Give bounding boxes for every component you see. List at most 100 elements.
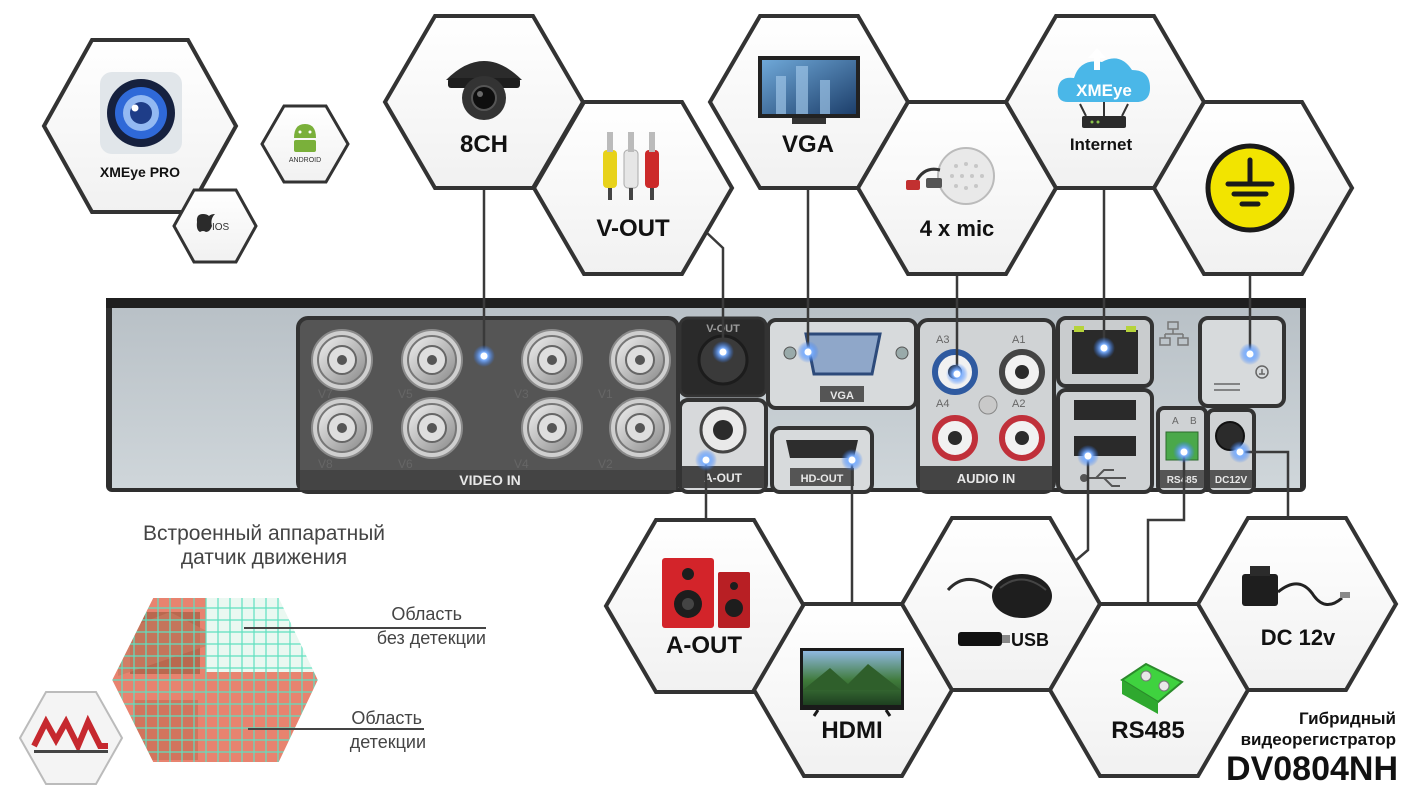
rs485-b-label: B bbox=[1190, 416, 1197, 427]
xmeye-app-icon bbox=[107, 79, 175, 147]
audio-in-hole-a2 bbox=[1015, 431, 1029, 445]
no-detect-label-1: Область bbox=[391, 604, 462, 624]
hex-vout-label: V-OUT bbox=[596, 215, 670, 242]
network-icon bbox=[1159, 321, 1189, 346]
led-indicator bbox=[1173, 441, 1195, 463]
hex-internet-label: Internet bbox=[1070, 135, 1133, 154]
motion-title-line1: Встроенный аппаратный bbox=[143, 522, 385, 545]
audio-in-label: AUDIO IN bbox=[957, 471, 1016, 486]
audio-in-screw bbox=[978, 395, 998, 415]
hex-android: ANDROID bbox=[260, 104, 350, 184]
microphone-icon bbox=[906, 147, 995, 205]
hex-usb: USB bbox=[899, 516, 1103, 692]
bnc-connector: V5 bbox=[398, 329, 463, 401]
led-indicator bbox=[712, 341, 734, 363]
bnc-connector: V2 bbox=[598, 397, 671, 471]
android-icon bbox=[294, 124, 316, 152]
product-title-line1: Гибридный bbox=[1299, 709, 1396, 728]
usb-flash-icon bbox=[958, 632, 1010, 646]
hex-vout: V-OUT bbox=[531, 100, 735, 276]
product-title-line2: видеорегистратор bbox=[1241, 730, 1396, 749]
hex-dc-label: DC 12v bbox=[1261, 625, 1336, 650]
speakers-icon bbox=[662, 558, 750, 628]
hex-xmeye-pro: XMEye PRO bbox=[41, 38, 239, 214]
rca-cable-icon bbox=[603, 132, 659, 200]
led-indicator bbox=[946, 363, 968, 385]
brand-logo-hex bbox=[18, 691, 124, 785]
line-dc bbox=[1240, 450, 1290, 520]
mouse-icon bbox=[946, 574, 1052, 618]
audio-channel-label: A4 bbox=[936, 398, 949, 410]
ios-label: IOS bbox=[212, 222, 230, 233]
video-channel-label: V3 bbox=[514, 387, 529, 401]
monitor-icon bbox=[758, 56, 860, 124]
tv-icon bbox=[800, 648, 904, 717]
cloud-brand-label: XMEye bbox=[1076, 81, 1132, 100]
hex-aout: A-OUT bbox=[603, 518, 807, 694]
no-detect-label-2: без детекции bbox=[377, 628, 486, 648]
hex-aout-label: A-OUT bbox=[666, 632, 742, 659]
audio-in-hole-a1 bbox=[1015, 365, 1029, 379]
dvr-case-top-edge bbox=[106, 298, 1306, 308]
bnc-connector: V7 bbox=[311, 329, 373, 401]
aout-panel-label: A-OUT bbox=[704, 471, 743, 485]
usb-port-top bbox=[1074, 400, 1136, 420]
product-model: DV0804NH bbox=[1226, 750, 1398, 788]
audio-channel-label: A2 bbox=[1012, 398, 1025, 410]
brand-logo-underline bbox=[34, 750, 108, 753]
audio-in-hole-a4 bbox=[948, 431, 962, 445]
vga-screw-left bbox=[783, 346, 797, 360]
vga-panel-label: VGA bbox=[830, 390, 854, 402]
vga-screw-right bbox=[895, 346, 909, 360]
hex-ios-shape bbox=[172, 188, 258, 264]
bnc-connector: V3 bbox=[514, 329, 583, 401]
dc-label-bar bbox=[1210, 470, 1252, 488]
detect-label-1: Область bbox=[351, 708, 422, 728]
bnc-connector: V1 bbox=[598, 329, 671, 401]
bnc-connector: V4 bbox=[514, 397, 583, 471]
hex-hdmi-label: HDMI bbox=[821, 717, 882, 744]
hdout-label-bar bbox=[790, 468, 854, 486]
led-indicator bbox=[473, 345, 495, 367]
dome-camera-icon bbox=[446, 61, 522, 120]
led-indicator bbox=[841, 449, 863, 471]
product-title: Гибридный видеорегистратор DV0804NH bbox=[1226, 709, 1398, 788]
connector-lines bbox=[482, 190, 1290, 606]
aout-jack-hole bbox=[713, 420, 733, 440]
led-indicator bbox=[797, 341, 819, 363]
hex-usb-label: USB bbox=[1011, 630, 1049, 650]
video-channel-label: V4 bbox=[514, 457, 529, 471]
port-indicator-leds bbox=[473, 337, 1261, 471]
video-in-label-bar bbox=[300, 470, 676, 490]
hex-dc-shape bbox=[1195, 516, 1399, 692]
motion-grid-image bbox=[110, 596, 320, 764]
xmeye-pro-label: XMEye PRO bbox=[100, 164, 180, 180]
video-in-block bbox=[296, 316, 680, 494]
audio-channel-label: A3 bbox=[936, 334, 949, 346]
aout-label-bar bbox=[682, 466, 764, 488]
hex-8ch: 8CH bbox=[382, 14, 586, 190]
hex-8ch-label: 8CH bbox=[460, 131, 508, 158]
audio-in-label-bar bbox=[920, 466, 1052, 490]
lan-led-left bbox=[1074, 326, 1084, 332]
terminal-block-icon bbox=[1120, 662, 1184, 714]
video-channel-label: V5 bbox=[398, 387, 413, 401]
led-indicator bbox=[695, 449, 717, 471]
rs485-a-label: A bbox=[1172, 416, 1179, 427]
bnc-connector: V8 bbox=[311, 397, 373, 471]
video-channel-label: V7 bbox=[318, 387, 333, 401]
video-channel-label: V8 bbox=[318, 457, 333, 471]
detect-label-2: детекции bbox=[350, 732, 426, 752]
hex-ground bbox=[1151, 100, 1355, 276]
led-indicator bbox=[1229, 441, 1251, 463]
hex-vga-label: VGA bbox=[782, 131, 834, 158]
hex-dc: DC 12v bbox=[1195, 516, 1399, 692]
vga-label-bar bbox=[820, 386, 864, 402]
apple-icon bbox=[196, 214, 215, 232]
video-in-label: VIDEO IN bbox=[459, 472, 520, 488]
hex-internet: XMEye Internet bbox=[1003, 14, 1207, 190]
ground-terminal-icon bbox=[1214, 365, 1269, 391]
